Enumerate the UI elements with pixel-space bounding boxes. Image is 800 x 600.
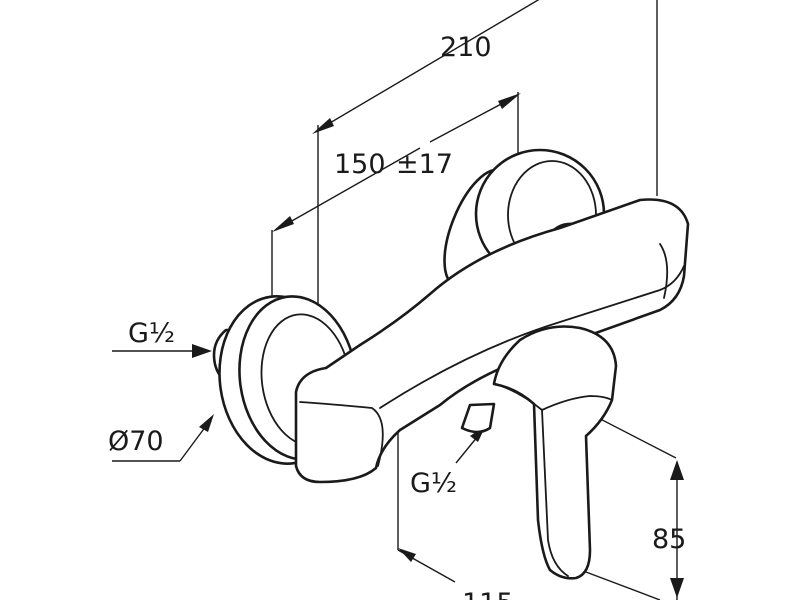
thread-left-label: G½ [128,318,175,349]
overall-width-label: 210 [440,32,492,63]
center-tolerance-label: ±17 [396,149,453,180]
escutcheon-diameter-label: Ø70 [108,426,164,457]
thread-bottom-label: G½ [410,468,457,499]
center-distance-label: 150 [334,149,386,180]
depth-label: 115 [462,588,514,600]
bottom-outlet [460,402,496,434]
height-label: 85 [652,524,686,555]
mixer-body [294,198,690,484]
lever-handle [492,325,618,580]
dimension-lines [112,0,684,600]
